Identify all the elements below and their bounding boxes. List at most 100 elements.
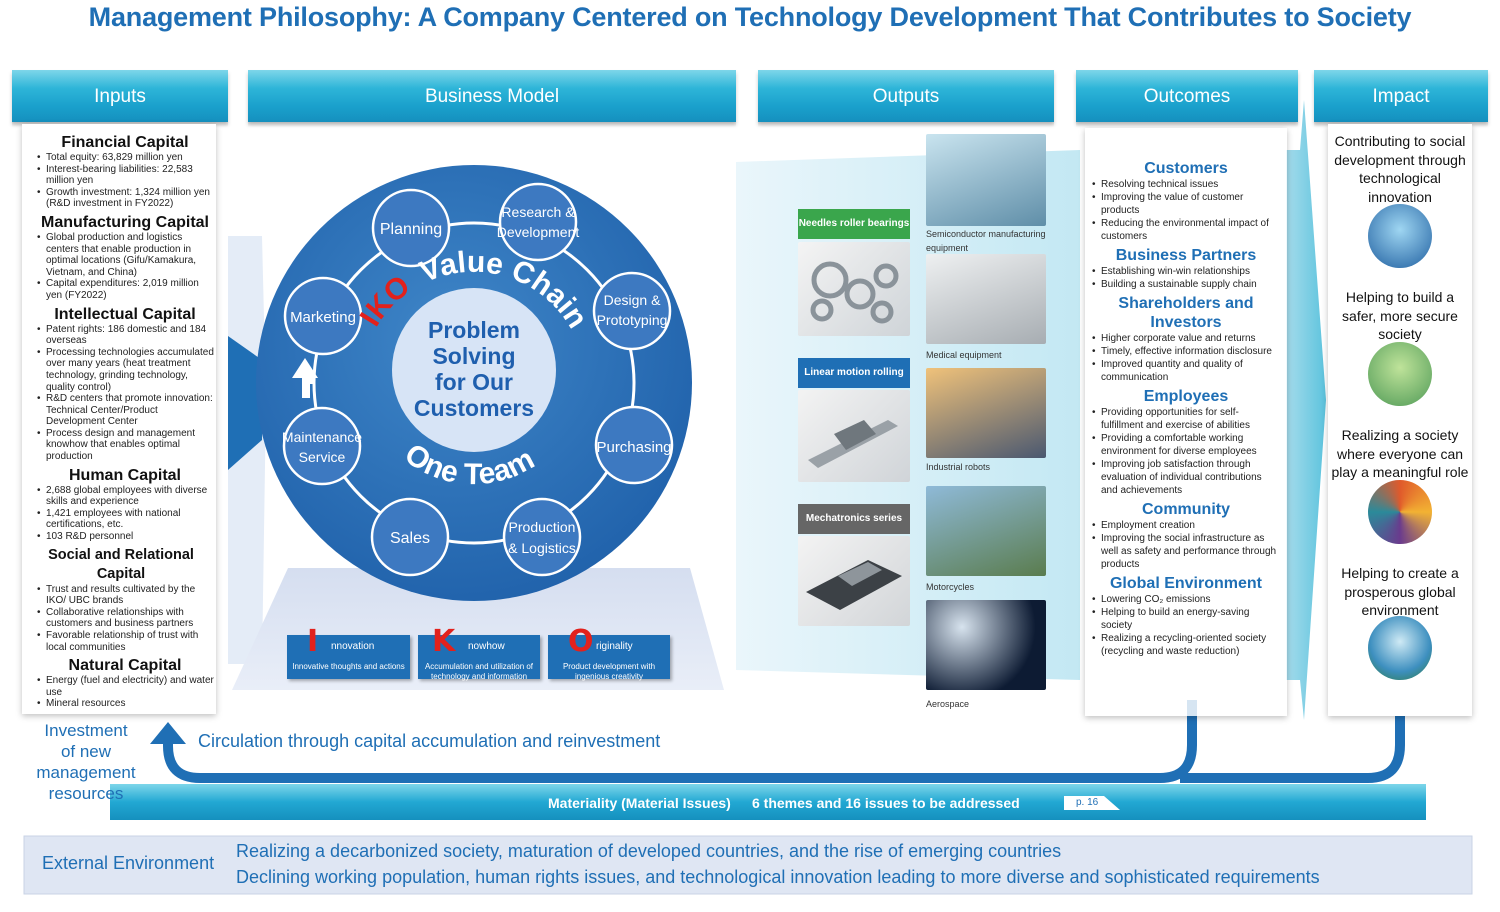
purchasing-circle xyxy=(594,405,674,485)
outcome-item: Realizing a recycling-oriented society (… xyxy=(1091,632,1281,658)
outcome-title: Customers xyxy=(1144,160,1228,177)
stage-maintenance-1: Maintenance xyxy=(282,429,362,445)
stage-design-1: Design & xyxy=(604,292,661,308)
outcome-global-environment: Global Environment Lowering CO₂ emission… xyxy=(1091,574,1281,658)
investment-line: Investment xyxy=(44,721,128,740)
stage-maintenance-2: Service xyxy=(299,449,346,465)
input-item: Energy (fuel and electricity) and water … xyxy=(36,675,214,698)
input-manufacturing: Manufacturing Capital Global production … xyxy=(36,213,214,302)
materiality-bar xyxy=(110,784,1426,820)
input-item: Mineral resources xyxy=(36,698,214,710)
outcome-item: Providing a comfortable working environm… xyxy=(1091,432,1281,458)
robots-photo xyxy=(926,368,1046,458)
input-title: Intellectual Capital xyxy=(54,305,196,323)
outcome-item: Lowering CO₂ emissions xyxy=(1091,593,1281,606)
semiconductor-photo xyxy=(926,134,1046,226)
input-item: Capital expenditures: 2,019 million yen … xyxy=(36,278,214,301)
stage-production-2: & Logistics xyxy=(508,540,576,556)
iko-letter-o: O xyxy=(568,624,594,659)
input-natural: Natural Capital Energy (fuel and electri… xyxy=(36,656,214,710)
outcome-item: Employment creation xyxy=(1091,519,1281,532)
iko-letter-k: K xyxy=(432,624,456,659)
stage-marketing: Marketing xyxy=(290,309,356,326)
app-caption-aerospace: Aerospace xyxy=(926,699,970,709)
outcome-item: Improving job satisfaction through evalu… xyxy=(1091,458,1281,497)
diverse-people-icon xyxy=(1368,480,1432,544)
input-item: Growth investment: 1,324 million yen (R&… xyxy=(36,187,214,210)
circulation-text: Circulation through capital accumulation… xyxy=(198,731,661,751)
input-title: Social and Relational Capital xyxy=(48,546,194,582)
center-text-4: Customers xyxy=(414,395,534,421)
iko-word-innovation: nnovation xyxy=(331,641,375,652)
input-item: Global production and logistics centers … xyxy=(36,232,214,278)
sales-circle xyxy=(370,497,450,577)
app-caption-robots: Industrial robots xyxy=(926,462,991,472)
inner-ring-line xyxy=(312,221,636,545)
outcome-title: Business Partners xyxy=(1115,247,1257,264)
iko-sub-innovation: Innovative thoughts and actions xyxy=(292,662,405,671)
external-line-2: Declining working population, human righ… xyxy=(236,867,1320,887)
app-caption-medical: Medical equipment xyxy=(926,350,1002,360)
outcome-item: Reducing the environmental impact of cus… xyxy=(1091,217,1281,243)
research-circle xyxy=(498,182,578,262)
product-label-linear: Linear motion rolling guides xyxy=(798,358,910,408)
external-line-1: Realizing a decarbonized society, matura… xyxy=(236,841,1062,861)
stage-planning: Planning xyxy=(380,221,442,238)
business-model-header: Business Model xyxy=(248,70,736,127)
mechatronics-photo xyxy=(798,536,910,626)
input-item: Trust and results cultivated by the IKO/… xyxy=(36,584,214,607)
iko-word-originality: riginality xyxy=(596,641,633,652)
stage-production-1: Production xyxy=(509,519,576,535)
outcome-item: Providing opportunities for self-fulfill… xyxy=(1091,406,1281,432)
up-arrow xyxy=(292,358,318,384)
iko-knowhow-tab: K nowhow Accumulation and utilization of… xyxy=(418,627,540,681)
needle-bearings-photo xyxy=(798,242,910,336)
outcome-item: Improving the value of customer products xyxy=(1091,191,1281,217)
impact-text-1: Contributing to social development throu… xyxy=(1334,133,1466,205)
ring-title-iko: IKO xyxy=(354,269,417,332)
outcome-title: Shareholders and Investors xyxy=(1118,295,1254,331)
outcome-item: Improved quantity and quality of communi… xyxy=(1091,358,1281,384)
input-intellectual: Intellectual Capital Patent rights: 186 … xyxy=(36,305,214,463)
page-ref-link[interactable]: p. 16 xyxy=(1076,797,1099,808)
marketing-circle xyxy=(283,276,363,356)
investment-text: Investment of new management resources xyxy=(24,720,148,804)
input-item: Total equity: 63,829 million yen xyxy=(36,152,214,164)
materiality-themes: 6 themes and 16 issues to be addressed xyxy=(752,795,1020,811)
outcomes-panel: Customers Resolving technical issues Imp… xyxy=(1085,128,1287,716)
impact-text-4: Helping to create a prosperous global en… xyxy=(1341,565,1459,618)
linear-guides-photo xyxy=(798,390,910,482)
impact-text-2: Helping to build a safer, more secure so… xyxy=(1342,289,1458,342)
investment-line: of new xyxy=(60,742,112,761)
impact-panel: Contributing to social development throu… xyxy=(1328,124,1472,716)
outcome-title: Global Environment xyxy=(1109,575,1262,592)
outcome-title: Employees xyxy=(1143,388,1229,405)
aerospace-photo xyxy=(926,600,1046,690)
outcome-item: Improving the social infrastructure as w… xyxy=(1091,532,1281,571)
input-item: Interest-bearing liabilities: 22,583 mil… xyxy=(36,164,214,187)
outcome-item: Building a sustainable supply chain xyxy=(1091,278,1281,291)
outcome-community: Community Employment creation Improving … xyxy=(1091,500,1281,571)
outcome-item: Higher corporate value and returns xyxy=(1091,332,1281,345)
planning-circle xyxy=(371,188,451,268)
maintenance-circle xyxy=(282,406,362,486)
product-label-needle: Needles roller bearings xyxy=(798,209,910,239)
investment-line: management xyxy=(36,763,136,782)
stage-sales: Sales xyxy=(390,530,430,547)
app-caption-motorcycles: Motorcycles xyxy=(926,582,975,592)
production-circle xyxy=(502,497,582,577)
input-item: Collaborative relationships with custome… xyxy=(36,607,214,630)
page-ref-tab xyxy=(1064,796,1120,810)
input-human: Human Capital 2,688 global employees wit… xyxy=(36,466,214,543)
input-title: Natural Capital xyxy=(68,657,182,675)
input-item: 1,421 employees with national certificat… xyxy=(36,508,214,531)
inputs-pointer xyxy=(228,336,262,470)
outcome-title: Community xyxy=(1142,501,1230,518)
input-item: Favorable relationship of trust with loc… xyxy=(36,630,214,653)
input-item: 103 R&D personnel xyxy=(36,531,214,543)
outcome-customers: Customers Resolving technical issues Imp… xyxy=(1091,159,1281,243)
materiality-label: Materiality (Material Issues) xyxy=(548,795,731,811)
outcome-business-partners: Business Partners Establishing win-win r… xyxy=(1091,246,1281,291)
outputs-header: Outputs xyxy=(758,70,1054,127)
